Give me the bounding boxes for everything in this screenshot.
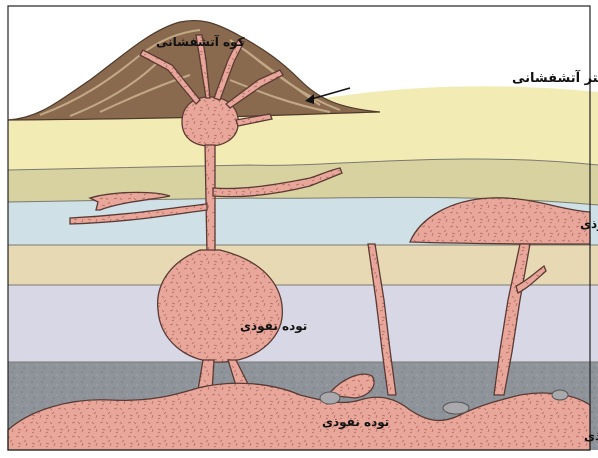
layer-tan <box>8 245 598 285</box>
label-lava-ash: گدازه و خاکستر آتشفشانی <box>512 69 598 86</box>
label-intrusion-bottom-right: توده نفوذی <box>584 429 598 444</box>
label-volcano: کوه آتشفشانی <box>156 34 245 50</box>
label-intrusion-right: توده نفوذی <box>580 217 598 232</box>
rock-inclusion-2 <box>443 402 469 414</box>
main-conduit <box>205 145 215 255</box>
label-intrusion-bottom-mid: توده نفوذی <box>322 415 389 430</box>
rock-inclusion-3 <box>552 390 568 400</box>
rock-inclusion-1 <box>320 392 340 404</box>
label-intrusion-center: توده نفوذی <box>240 319 307 334</box>
